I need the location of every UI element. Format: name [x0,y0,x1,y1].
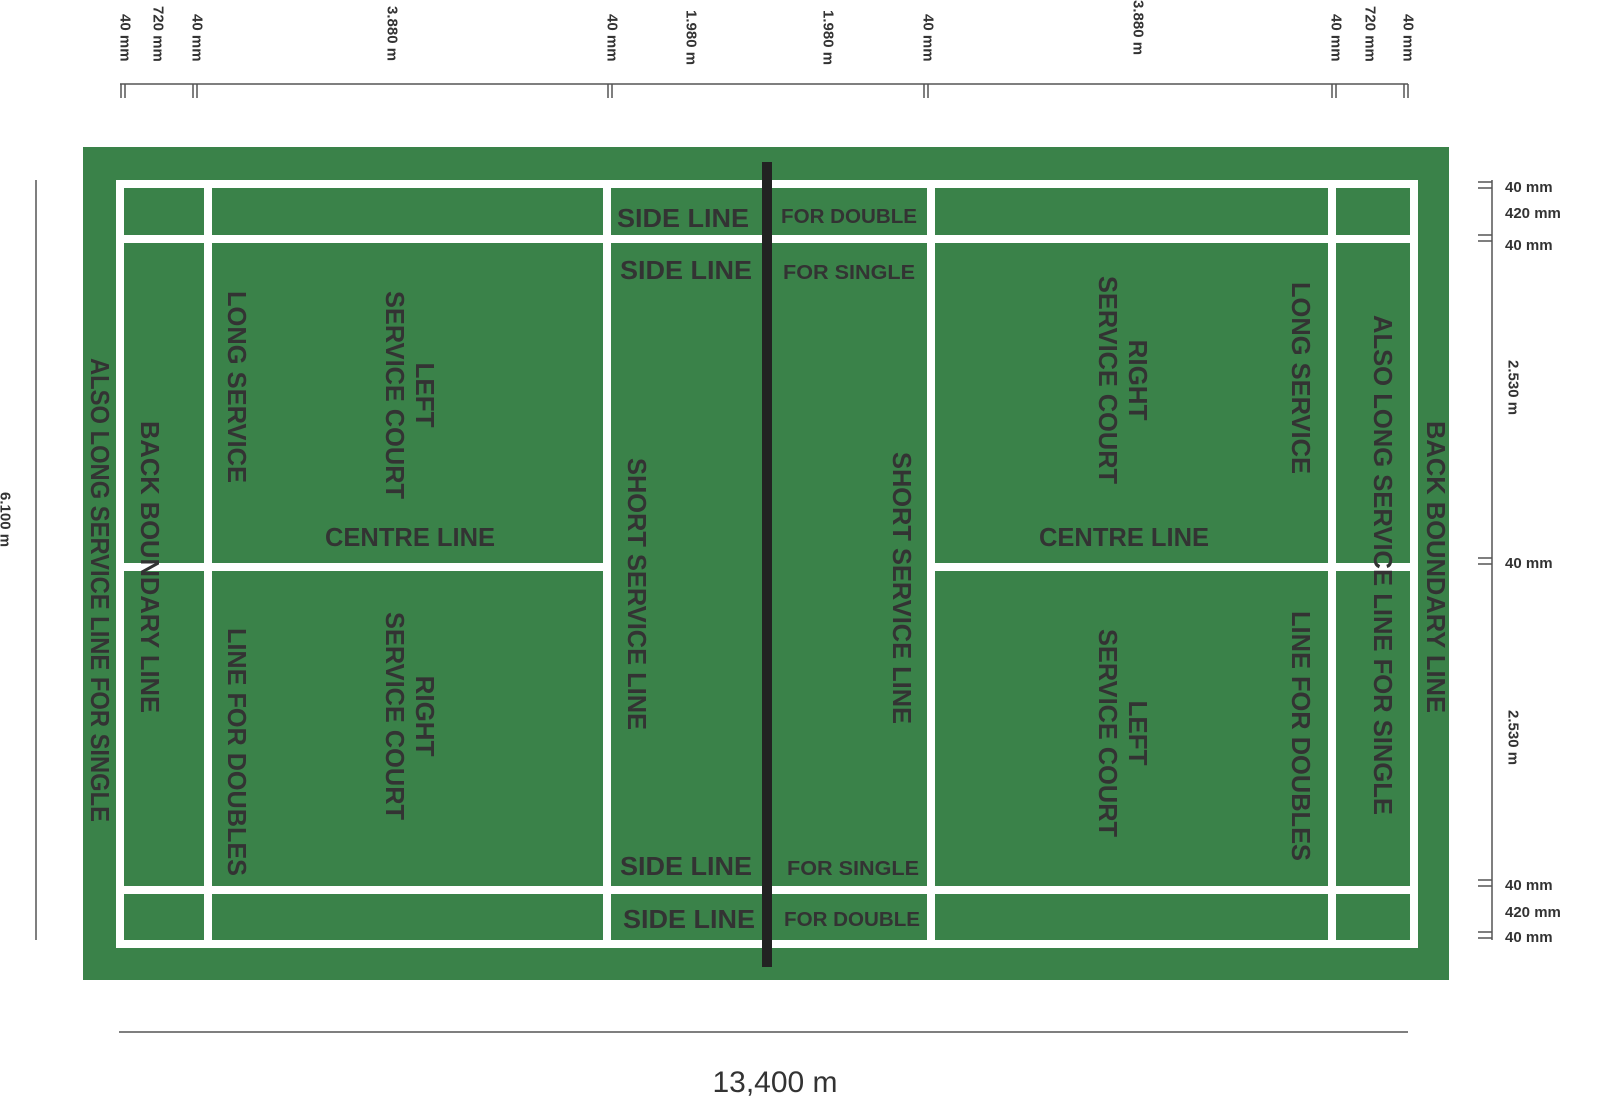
right-dimension-label: 2.530 m [1505,710,1522,765]
long-service-label-left: LONG SERVICE [222,291,252,483]
right-dimension-label: 420 mm [1505,904,1561,921]
right-label: RIGHT [1123,340,1153,421]
also-long-service-line-label-right: ALSO LONG SERVICE LINE FOR SINGLE [1368,315,1398,815]
right-dimension-line [1478,180,1493,940]
for-single-label: FOR SINGLE [783,262,915,284]
right-dimension-label: 40 mm [1505,877,1553,894]
top-dimension-label: 720 mm [150,6,167,62]
right-dimension-label: 2.530 m [1505,360,1522,415]
line-for-doubles-label-left: LINE FOR DOUBLES [222,628,252,876]
top-dimension-label: 40 mm [1328,14,1345,62]
top-dimension-label: 40 mm [117,14,134,62]
right-dimension-label: 40 mm [1505,929,1553,946]
line-for-doubles-label-right: LINE FOR DOUBLES [1286,611,1316,861]
back-boundary-label-right: BACK BOUNDARY LINE [1421,421,1451,713]
left-dimension-label: 6.100 m [0,492,14,547]
for-double-label: FOR DOUBLE [781,206,917,228]
bottom-dimension-label: 13,400 m [712,1066,837,1099]
top-dimension-label: 40 mm [189,14,206,62]
side-line-label: SIDE LINE [623,904,755,934]
top-dimension-label: 40 mm [920,14,937,62]
left-label: LEFT [410,363,440,428]
top-dimension-label: 3.880 m [384,6,401,61]
short-service-line-label-left: SHORT SERVICE LINE [622,458,652,730]
net [762,162,772,967]
side-line-label: SIDE LINE [617,203,749,233]
top-dimension-label: 1.980 m [820,10,837,65]
centre-line-label-left: CENTRE LINE [325,522,495,552]
for-double-label: FOR DOUBLE [784,909,920,931]
left-label: LEFT [1123,701,1153,766]
right-dimension-label: 420 mm [1505,205,1561,222]
top-dimension-label: 40 mm [1400,14,1417,62]
right-label: RIGHT [410,676,440,757]
top-dimension-label: 1.980 m [683,10,700,65]
for-single-label: FOR SINGLE [787,858,919,880]
service-court-label: SERVICE COURT [1093,629,1123,837]
top-dimension-label: 40 mm [604,14,621,62]
service-court-label: SERVICE COURT [380,291,410,499]
top-dimension-line [120,83,1409,98]
service-court-label: SERVICE COURT [1093,276,1123,484]
right-dimension-label: 40 mm [1505,555,1553,572]
service-court-label: SERVICE COURT [380,612,410,820]
side-line-label: SIDE LINE [620,851,752,881]
long-service-label-right: LONG SERVICE [1286,282,1316,474]
top-dimension-label: 3.880 m [1130,0,1147,55]
back-boundary-label-left: BACK BOUNDARY LINE [135,421,165,713]
side-line-label: SIDE LINE [620,255,752,285]
right-dimension-label: 40 mm [1505,237,1553,254]
centre-line-label-right: CENTRE LINE [1039,522,1209,552]
right-dimension-label: 40 mm [1505,179,1553,196]
also-long-service-line-label-left: ALSO LONG SERVICE LINE FOR SINGLE [85,358,115,822]
top-dimension-label: 720 mm [1362,6,1379,62]
short-service-line-label-right: SHORT SERVICE LINE [887,452,917,724]
